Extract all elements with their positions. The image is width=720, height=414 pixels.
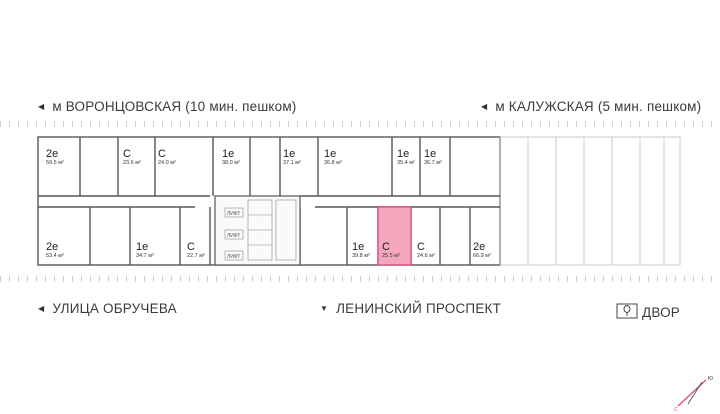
label-text: ДВОР — [642, 305, 681, 320]
unit-type: С — [187, 241, 195, 253]
street-hatch-bottom — [0, 276, 720, 282]
direction-arrow-icon: ◀ — [38, 102, 45, 111]
unit-area: 24.6 м² — [417, 253, 435, 259]
courtyard-wing — [499, 136, 681, 266]
label-text: м ВОРОНЦОВСКАЯ (10 мин. пешком) — [52, 99, 297, 114]
top-partitions — [79, 137, 451, 196]
courtyard-tree-icon — [616, 303, 638, 319]
unit-area: 34.7 м² — [136, 253, 154, 259]
unit-area: 35.4 м² — [397, 160, 415, 166]
label-text: ЛЕНИНСКИЙ ПРОСПЕКТ — [336, 301, 502, 316]
unit-type: С — [417, 241, 425, 253]
unit-area-selected: 25.5 м² — [382, 253, 400, 259]
unit-area: 37.1 м² — [283, 160, 301, 166]
lift-labels: ЛИФТ ЛИФТ ЛИФТ — [227, 211, 240, 260]
unit-type: 2е — [46, 241, 58, 253]
top-unit-labels: 2е 59.5 м² С 23.6 м² С 24.0 м² 1е 38.0 м… — [46, 148, 442, 166]
unit-type: С — [123, 148, 131, 160]
unit-type: 1е — [324, 148, 336, 160]
unit-type: 1е — [424, 148, 436, 160]
unit-type-selected: С — [382, 241, 390, 253]
unit-area: 36.7 м² — [424, 160, 442, 166]
street-obrucheva-label: ◀ УЛИЦА ОБРУЧЕВА — [38, 301, 177, 316]
unit-area: 24.0 м² — [158, 160, 176, 166]
metro-vorontsovskaya-label: ◀ м ВОРОНЦОВСКАЯ (10 мин. пешком) — [38, 99, 297, 114]
unit-type: С — [158, 148, 166, 160]
compass-north-label: Ю — [708, 376, 713, 382]
direction-arrow-icon: ◀ — [481, 102, 488, 111]
compass-icon: Ю С — [674, 376, 713, 412]
direction-arrow-icon: ▼ — [320, 304, 329, 313]
unit-type: 1е — [352, 241, 364, 253]
unit-type: 1е — [136, 241, 148, 253]
unit-type: 2е — [46, 148, 58, 160]
metro-kaluzhskaya-label: ◀ м КАЛУЖСКАЯ (5 мин. пешком) — [481, 99, 701, 114]
unit-type: 1е — [222, 148, 234, 160]
unit-type: 1е — [397, 148, 409, 160]
leninsky-prospekt-label: ▼ ЛЕНИНСКИЙ ПРОСПЕКТ — [320, 301, 501, 316]
bottom-unit-labels: 2е 53.4 м² 1е 34.7 м² С 22.7 м² 1е 39.8 … — [46, 241, 491, 259]
selected-unit-highlight[interactable] — [377, 206, 412, 266]
unit-area: 53.4 м² — [46, 253, 64, 259]
unit-area: 22.7 м² — [187, 253, 205, 259]
lift-label-2: ЛИФТ — [227, 233, 240, 239]
unit-area: 38.0 м² — [222, 160, 240, 166]
core-block — [214, 195, 301, 266]
street-hatch-top — [0, 121, 720, 127]
unit-area: 39.8 м² — [352, 253, 370, 259]
lift-label-1: ЛИФТ — [227, 211, 240, 217]
courtyard-label: ДВОР — [616, 301, 680, 320]
label-text: УЛИЦА ОБРУЧЕВА — [52, 301, 177, 316]
unit-area: 36.8 м² — [324, 160, 342, 166]
unit-area: 66.9 м² — [473, 253, 491, 259]
compass-south-label: С — [674, 407, 678, 412]
lift-label-3: ЛИФТ — [227, 254, 240, 260]
unit-area: 23.6 м² — [123, 160, 141, 166]
unit-area: 59.5 м² — [46, 160, 64, 166]
courtyard-stripes — [527, 137, 665, 265]
unit-type: 2е — [473, 241, 485, 253]
unit-type: 1е — [283, 148, 295, 160]
label-text: м КАЛУЖСКАЯ (5 мин. пешком) — [495, 99, 702, 114]
direction-arrow-icon: ◀ — [38, 304, 45, 313]
